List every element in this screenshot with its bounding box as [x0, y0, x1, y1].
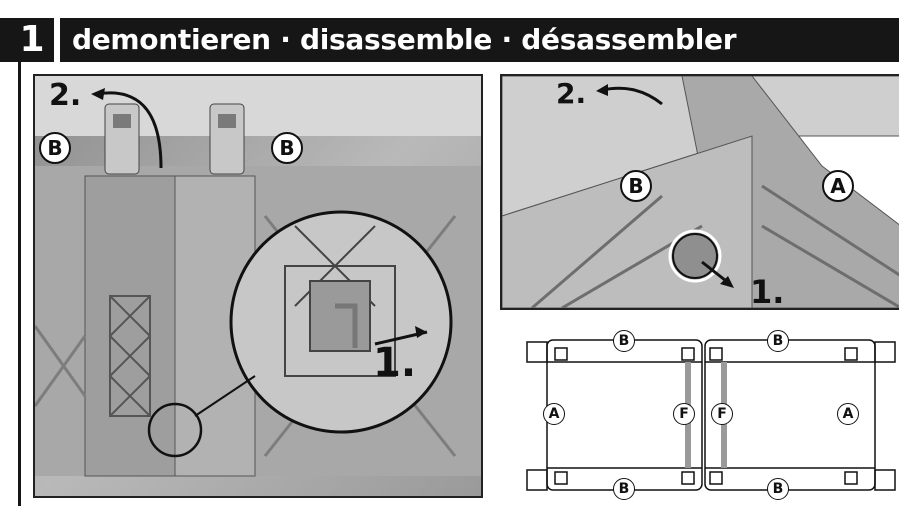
- label-b: B: [620, 170, 652, 202]
- top-clip-right: [209, 103, 245, 175]
- photo-right-corner-disassembly: 2. 1. B A: [500, 74, 899, 310]
- diagram-label-f-left: F: [673, 403, 695, 425]
- step-title: demontieren · disassemble · désassembler: [72, 23, 737, 56]
- step-2-label-right: 2.: [556, 77, 587, 110]
- diagram-label-a-left: A: [543, 403, 565, 425]
- frame-layout-diagram: B B B B A A F F: [525, 330, 899, 500]
- diagram-label-b-top-right: B: [767, 330, 789, 352]
- label-a: A: [822, 170, 854, 202]
- step-header-bar: [0, 18, 899, 62]
- photo-left-disassembly: 2. 1. B B: [33, 74, 483, 498]
- diagram-label-f-right: F: [711, 403, 733, 425]
- diagram-label-b-bottom-right: B: [767, 478, 789, 500]
- step-number: 1: [19, 19, 45, 60]
- label-b-right: B: [271, 132, 303, 164]
- step-1-label-right: 1.: [750, 273, 785, 310]
- diagram-label-a-right: A: [837, 403, 859, 425]
- diagram-label-b-top-left: B: [613, 330, 635, 352]
- diagram-label-b-bottom-left: B: [613, 478, 635, 500]
- step-2-label-left: 2.: [49, 78, 82, 113]
- left-rule: [18, 62, 21, 506]
- step-1-label-left: 1.: [373, 340, 417, 386]
- step-divider: [54, 18, 60, 62]
- top-clip-left: [104, 103, 140, 175]
- label-b-left: B: [39, 132, 71, 164]
